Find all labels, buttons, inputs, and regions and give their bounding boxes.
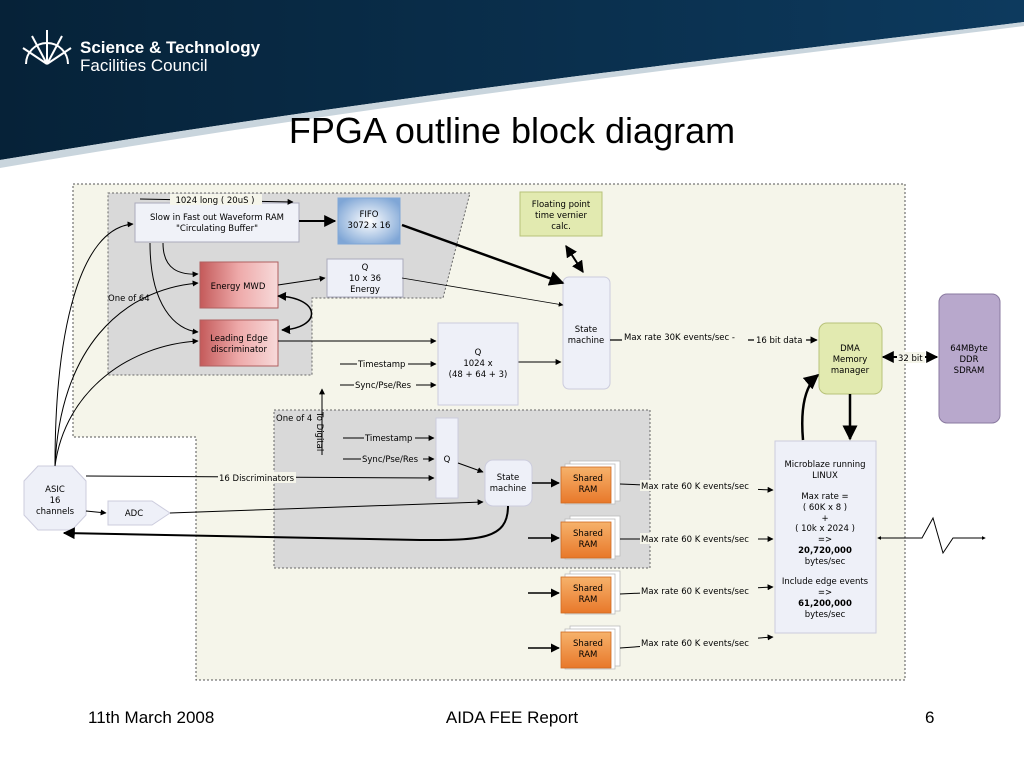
shared-ram-2-l2: RAM <box>579 540 598 550</box>
q-1024-block <box>437 322 519 406</box>
logo-line-2: Facilities Council <box>80 56 208 75</box>
shared-ram-4-l2: RAM <box>579 650 598 660</box>
shared-ram-3-l2: RAM <box>579 595 598 605</box>
mb-l2: LINUX <box>812 471 838 481</box>
buffer-length-label: 1024 long ( 20uS ) <box>175 196 254 206</box>
mb-l7: => <box>818 535 832 545</box>
timestamp-label-top: Timestamp <box>357 360 405 370</box>
sdram-l3: SDRAM <box>954 366 985 376</box>
mb-l10: Include edge events <box>782 577 869 587</box>
timestamp-label-bottom: Timestamp <box>364 434 412 444</box>
header-banner <box>0 0 1024 168</box>
shared-ram-1-l2: RAM <box>579 485 598 495</box>
slide-title: FPGA outline block diagram <box>288 110 736 151</box>
bit16-label: 16 bit data <box>756 336 802 346</box>
mb-l8: 20,720,000 <box>798 546 852 556</box>
mb-l1: Microblaze running <box>784 460 865 470</box>
max-rate-60k-1: Max rate 60 K events/sec <box>641 482 749 492</box>
q-small-block <box>435 417 459 499</box>
q-energy-l2: 10 x 36 <box>349 274 381 284</box>
q-energy-l1: Q <box>362 263 369 273</box>
shared-ram-1: Shared RAM <box>560 460 621 505</box>
fifo-label-1: FIFO <box>360 210 379 220</box>
state-machine-top-l2: machine <box>568 336 605 346</box>
float-calc-l3: calc. <box>551 222 571 232</box>
network-link <box>877 516 986 555</box>
fifo-block <box>337 197 401 245</box>
leading-edge-l2: discriminator <box>211 345 267 355</box>
asic-l3: channels <box>36 507 75 517</box>
shared-ram-4: Shared RAM <box>560 625 621 670</box>
max-rate-60k-2: Max rate 60 K events/sec <box>641 535 749 545</box>
footer-report: AIDA FEE Report <box>445 708 579 727</box>
asic-l2: 16 <box>50 496 61 506</box>
one-of-4-label: One of 4 <box>276 414 312 424</box>
q1024-l3: (48 + 64 + 3) <box>449 370 508 380</box>
energy-mwd-label: Energy MWD <box>211 282 266 292</box>
dma-l1: DMA <box>840 344 860 354</box>
mb-l3: Max rate = <box>801 492 848 502</box>
state-machine-bottom-l1: State <box>497 473 520 483</box>
sync-label-bottom: Sync/Pse/Res <box>362 455 419 465</box>
sync-label-top: Sync/Pse/Res <box>355 381 412 391</box>
mb-l9: bytes/sec <box>805 557 846 567</box>
dma-l3: manager <box>831 366 870 376</box>
sdram-l2: DDR <box>960 355 979 365</box>
bit32-label: 32 bit <box>898 354 923 364</box>
mb-l13: bytes/sec <box>805 610 846 620</box>
floating-point-calc-block <box>519 191 603 237</box>
waveform-ram-block <box>134 202 300 243</box>
waveform-ram-line1: Slow in Fast out Waveform RAM <box>150 213 284 223</box>
mb-l6: ( 10k x 2024 ) <box>795 524 855 534</box>
state-machine-bottom <box>484 459 533 507</box>
logo-icon <box>22 30 72 65</box>
adc-block <box>107 500 171 526</box>
q-energy-l3: Energy <box>350 285 380 295</box>
shared-ram-2: Shared RAM <box>560 515 621 560</box>
float-calc-l2: time vernier <box>535 211 587 221</box>
footer-page-number: 6 <box>925 708 935 727</box>
state-machine-top <box>562 276 611 390</box>
asic-l1: ASIC <box>45 485 65 495</box>
q-energy-block <box>326 258 404 298</box>
microblaze-block <box>774 440 877 634</box>
shared-ram-1-l1: Shared <box>573 474 603 484</box>
shared-ram-4-l1: Shared <box>573 639 603 649</box>
waveform-ram-line2: "Circulating Buffer" <box>176 224 258 234</box>
state-machine-bottom-l2: machine <box>490 484 527 494</box>
float-calc-l1: Floating point <box>532 200 591 210</box>
max-rate-60k-4: Max rate 60 K events/sec <box>641 639 749 649</box>
mb-l4: ( 60K x 8 ) <box>803 503 847 513</box>
sixteen-disc-label: 16 Discriminators <box>219 474 295 484</box>
shared-ram-3-l1: Shared <box>573 584 603 594</box>
sdram-l1: 64MByte <box>950 344 988 354</box>
mb-l5: + <box>821 514 828 524</box>
q1024-l2: 1024 x <box>463 359 492 369</box>
max-rate-60k-3: Max rate 60 K events/sec <box>641 587 749 597</box>
dma-l2: Memory <box>833 355 868 365</box>
leading-edge-block <box>199 319 279 367</box>
to-digital-label: To Digital <box>314 411 324 451</box>
mb-l12: 61,200,000 <box>798 599 852 609</box>
shared-ram-3: Shared RAM <box>560 570 621 615</box>
fifo-label-2: 3072 x 16 <box>348 221 391 231</box>
leading-edge-l1: Leading Edge <box>210 334 268 344</box>
max-rate-30k-label: Max rate 30K events/sec - <box>624 333 735 343</box>
footer-date: 11th March 2008 <box>88 708 215 727</box>
one-of-64-label: One of 64 <box>108 294 150 304</box>
sdram-block <box>938 293 1001 424</box>
q1024-l1: Q <box>475 348 482 358</box>
mb-l11: => <box>818 588 832 598</box>
state-machine-top-l1: State <box>575 325 598 335</box>
logo-line-1: Science & Technology <box>80 38 261 57</box>
q-small-label: Q <box>444 455 451 465</box>
adc-label: ADC <box>125 509 143 519</box>
shared-ram-2-l1: Shared <box>573 529 603 539</box>
